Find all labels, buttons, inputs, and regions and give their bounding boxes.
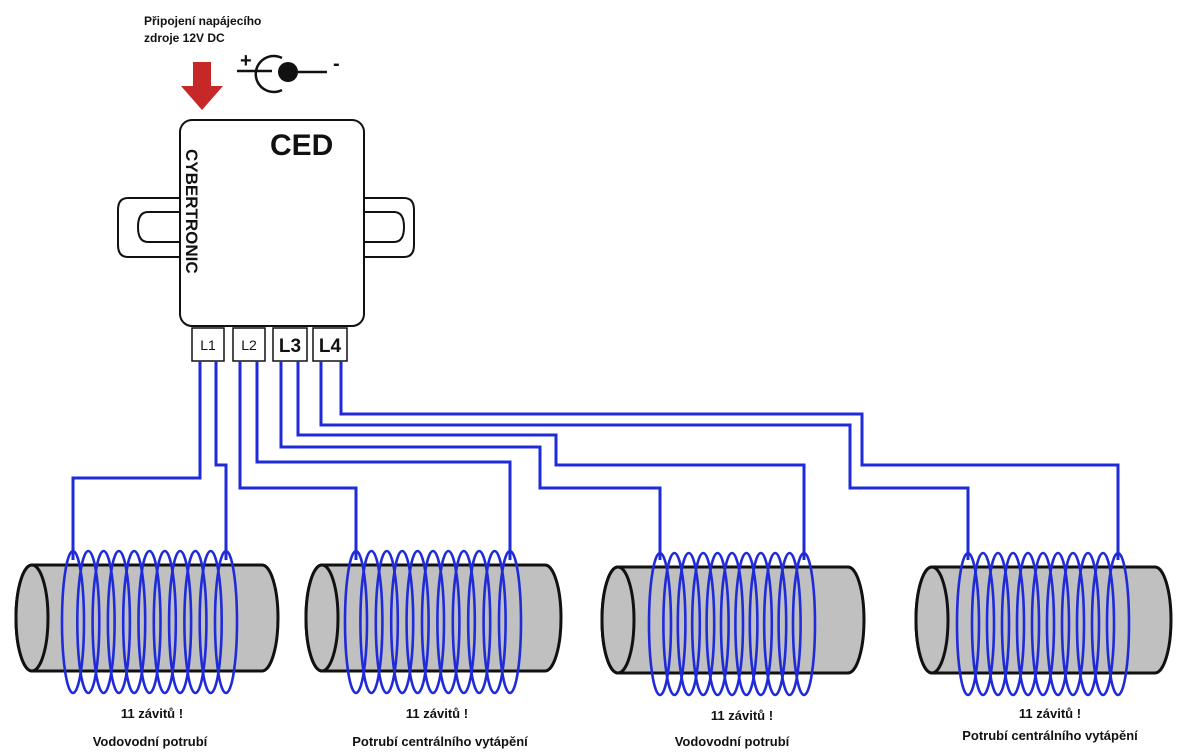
port-l4-label: L4	[319, 336, 342, 357]
coil-turn	[91, 549, 116, 695]
minus-sign: -	[333, 53, 340, 75]
coil-turn	[106, 549, 132, 695]
coil-turn	[152, 549, 178, 695]
coil-turn	[183, 549, 208, 695]
coil-turn	[777, 551, 802, 697]
coil-turn	[955, 551, 981, 697]
left-mounting-tab	[117, 197, 180, 258]
coil-turn	[420, 549, 446, 695]
coil-turn	[343, 549, 369, 695]
wire-l2-a	[238, 361, 358, 560]
pipe-2	[304, 549, 563, 695]
coil-turn	[389, 549, 415, 695]
coil-turn	[1075, 551, 1101, 697]
power-arrow-icon	[181, 62, 223, 110]
coil-turn	[359, 549, 384, 695]
pipe-1-turns: 11 závitů !	[121, 706, 183, 721]
power-label-line2: zdroje 12V DC	[144, 31, 225, 45]
pipe-3-name: Vodovodní potrubí	[675, 734, 790, 749]
pipe-4	[914, 551, 1173, 697]
power-label-line1: Připojení napájecího	[144, 14, 261, 28]
coil-turn	[762, 551, 788, 697]
wire-l4-a	[319, 361, 970, 560]
pipe-3-turns: 11 závitů !	[711, 708, 773, 723]
coil-turn	[1015, 551, 1041, 697]
pipe-3	[600, 551, 866, 697]
coil-turn	[60, 549, 86, 695]
coil-turn	[497, 549, 523, 695]
coil-turn	[482, 549, 507, 695]
coil-turn	[985, 551, 1011, 697]
coil-turn	[1060, 551, 1086, 697]
port-l2	[232, 327, 266, 362]
coil-turn	[1030, 551, 1056, 697]
device-brand: CYBERTRONIC	[182, 149, 201, 274]
pipe-2-name: Potrubí centrálního vytápění	[352, 734, 528, 749]
pipe-end-cap	[914, 565, 950, 675]
wire-l1-b	[214, 361, 228, 560]
coil-turn	[690, 551, 716, 697]
pipe-4-turns: 11 závitů !	[1019, 706, 1081, 721]
dc-jack-icon	[237, 54, 327, 94]
coil-turn	[705, 551, 730, 697]
pipes	[14, 549, 1173, 697]
coil-turn	[1105, 551, 1131, 697]
coil-turn	[121, 549, 147, 695]
right-mounting-tab	[362, 197, 415, 258]
coil-turn	[676, 551, 702, 697]
coil-turn	[198, 549, 223, 695]
wire-l4-b	[339, 361, 1120, 560]
pipe-4-name: Potrubí centrálního vytápění	[962, 728, 1138, 743]
port-l4	[312, 327, 348, 362]
port-l3-label: L3	[279, 336, 301, 357]
port-l1	[191, 327, 225, 362]
plus-sign: +	[240, 50, 252, 72]
coil-turn	[1090, 551, 1116, 697]
coil-turn	[213, 549, 239, 695]
coil-turn	[734, 551, 759, 697]
pipe-end-cap	[600, 565, 636, 675]
coil-turn	[76, 549, 101, 695]
coil-turn	[137, 549, 162, 695]
coil-turn	[748, 551, 774, 697]
port-l2-label: L2	[241, 337, 257, 353]
wires	[71, 361, 1120, 560]
coil-turn	[647, 551, 673, 697]
coil-turn	[436, 549, 461, 695]
wire-l1-a	[71, 361, 202, 560]
coil-turn	[1045, 551, 1071, 697]
pipe-1-name: Vodovodní potrubí	[93, 734, 208, 749]
coil-turn	[405, 549, 430, 695]
pipe-2-turns: 11 závitů !	[406, 706, 468, 721]
port-l1-label: L1	[200, 337, 216, 353]
ced-device-box	[179, 119, 365, 327]
coil-turn	[719, 551, 745, 697]
coil-turn	[1000, 551, 1026, 697]
coil-turn	[374, 549, 400, 695]
wire-l2-b	[255, 361, 512, 560]
pipe-1	[14, 549, 280, 695]
pipe-end-cap	[304, 563, 340, 673]
coil-turn	[451, 549, 477, 695]
coil-turn	[662, 551, 687, 697]
coil-turn	[466, 549, 492, 695]
device-title: CED	[270, 129, 333, 162]
coil-turn	[970, 551, 996, 697]
pipe-end-cap	[14, 563, 50, 673]
wire-l3-a	[279, 361, 662, 560]
wire-l3-b	[296, 361, 806, 560]
coil-turn	[167, 549, 193, 695]
port-l3	[272, 327, 308, 362]
coil-turn	[791, 551, 817, 697]
